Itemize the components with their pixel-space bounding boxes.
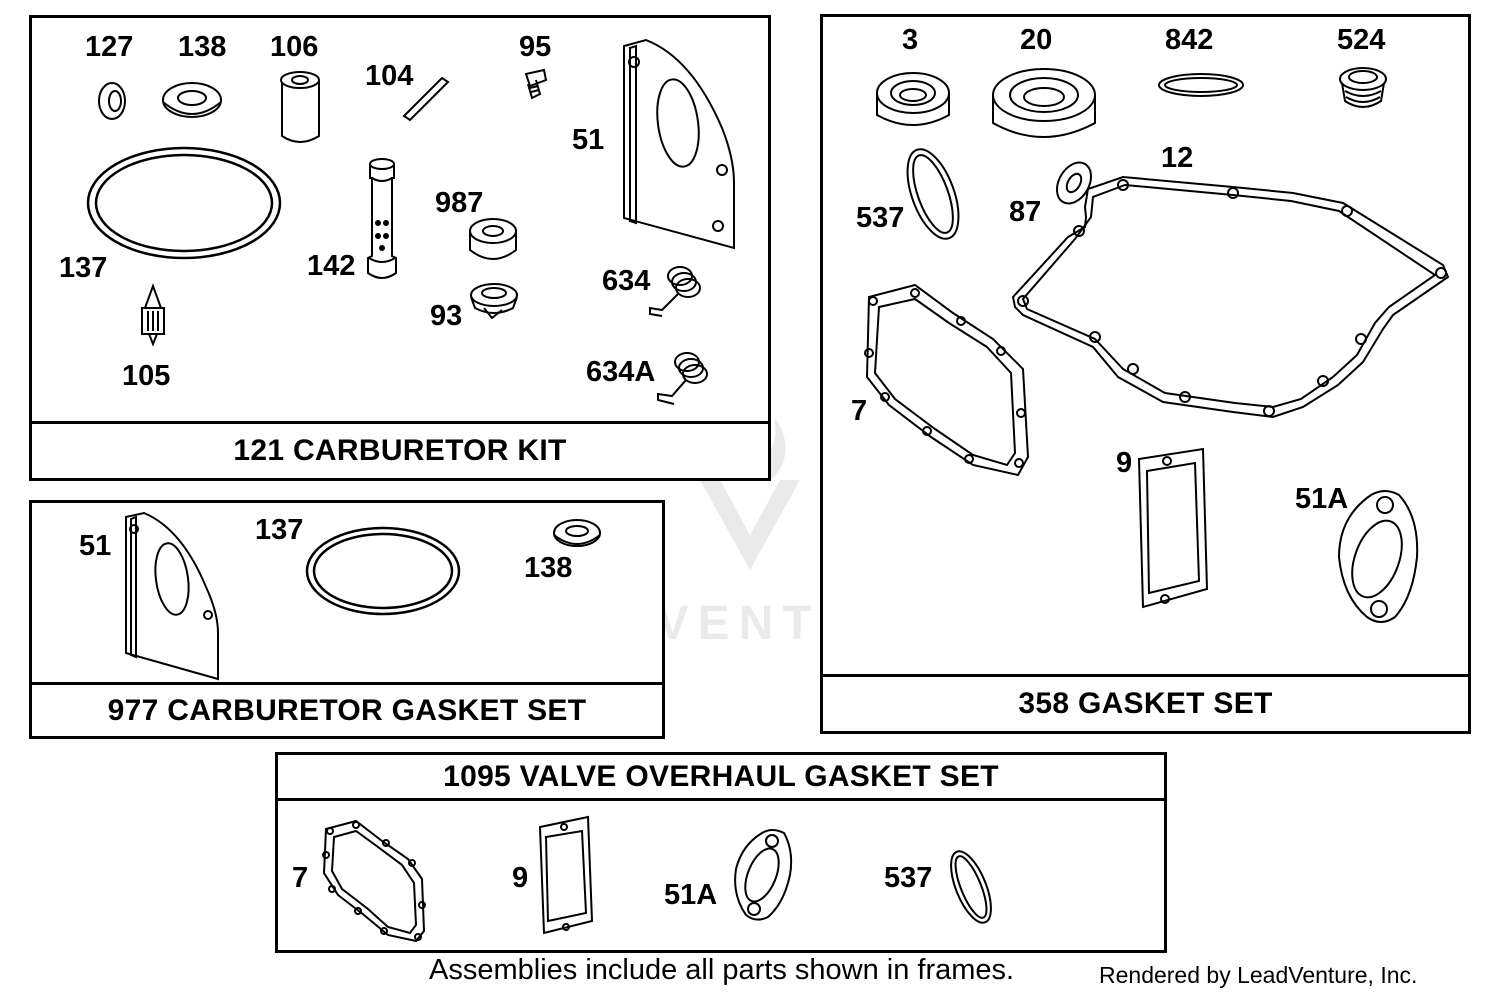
carburetor-gasket-set-title: 977 CARBURETOR GASKET SET xyxy=(32,682,662,736)
part-105-float-needle-icon xyxy=(142,286,164,344)
callout-105: 105 xyxy=(122,360,171,392)
callout-9: 9 xyxy=(512,862,529,894)
part-95-screw-icon xyxy=(526,70,546,98)
callout-106: 106 xyxy=(270,31,319,63)
valve-overhaul-gasket-set-title: 1095 VALVE OVERHAUL GASKET SET xyxy=(278,755,1164,801)
callout-9: 9 xyxy=(1116,447,1133,479)
callout-87: 87 xyxy=(1009,196,1042,228)
callout-842: 842 xyxy=(1165,24,1214,56)
part-51-carburetor-gasket-icon xyxy=(624,40,734,248)
carburetor-gasket-set-parts-illustration xyxy=(32,503,668,742)
callout-634a: 634A xyxy=(586,356,656,388)
gasket-set-parts-illustration xyxy=(823,17,1474,737)
part-138-washer-icon xyxy=(554,520,600,546)
callout-138: 138 xyxy=(178,31,227,63)
frame-valve-overhaul-gasket-set: 1095 VALVE OVERHAUL GASKET SET 7 xyxy=(275,752,1167,953)
callout-20: 20 xyxy=(1020,24,1053,56)
callout-93: 93 xyxy=(430,300,463,332)
callout-524: 524 xyxy=(1337,24,1386,56)
part-987-bushing-icon xyxy=(470,219,516,259)
part-51a-intake-gasket-icon xyxy=(1339,491,1417,622)
rendered-by-credit: Rendered by LeadVenture, Inc. xyxy=(1099,962,1418,988)
callout-138: 138 xyxy=(524,552,573,584)
part-51-carburetor-gasket-icon xyxy=(126,513,218,679)
part-137-o-ring-icon xyxy=(307,528,459,614)
part-104-pin-icon xyxy=(404,78,448,120)
part-7-head-gasket-icon xyxy=(323,821,425,941)
callout-634: 634 xyxy=(602,265,651,297)
callout-51: 51 xyxy=(79,530,112,562)
part-524-plug-icon xyxy=(1340,68,1386,107)
part-12-crankcase-gasket-icon xyxy=(1013,177,1448,417)
carburetor-kit-parts-illustration xyxy=(32,18,774,484)
valve-overhaul-gasket-set-parts-illustration xyxy=(278,755,1170,956)
callout-51a: 51A xyxy=(1295,483,1349,515)
part-106-bushing-icon xyxy=(281,72,319,142)
part-142-emulsion-tube-icon xyxy=(368,159,396,278)
callout-137: 137 xyxy=(255,514,304,546)
part-537-o-ring-icon xyxy=(943,846,999,928)
carburetor-kit-title: 121 CARBURETOR KIT xyxy=(32,421,768,478)
frame-gasket-set: 3 20 842 524 12 537 87 7 9 51A 358 GASKE… xyxy=(820,14,1471,734)
callout-51: 51 xyxy=(572,124,605,156)
callout-7: 7 xyxy=(292,862,309,894)
callout-95: 95 xyxy=(519,31,552,63)
callout-137: 137 xyxy=(59,252,108,284)
callout-12: 12 xyxy=(1161,142,1194,174)
callout-7: 7 xyxy=(851,395,868,427)
part-634a-spring-icon xyxy=(658,353,707,404)
part-3-oil-seal-icon xyxy=(877,73,949,125)
part-137-o-ring-icon xyxy=(88,148,280,258)
callout-142: 142 xyxy=(307,250,356,282)
part-87-washer-icon xyxy=(1050,156,1098,209)
assemblies-note: Assemblies include all parts shown in fr… xyxy=(429,954,1015,986)
callout-3: 3 xyxy=(902,24,919,56)
callout-104: 104 xyxy=(365,60,414,92)
callout-127: 127 xyxy=(85,31,134,63)
part-537-o-ring-icon xyxy=(897,143,969,246)
frame-carburetor-kit: 127 138 106 104 95 51 137 142 987 93 634… xyxy=(29,15,771,481)
callout-537: 537 xyxy=(856,202,905,234)
callout-537: 537 xyxy=(884,862,933,894)
part-634-spring-icon xyxy=(650,267,700,316)
part-7-head-gasket-icon xyxy=(865,285,1028,475)
part-9-valve-cover-gasket-icon xyxy=(1139,449,1207,607)
part-51a-intake-gasket-icon xyxy=(735,830,791,920)
part-9-valve-cover-gasket-icon xyxy=(540,817,592,933)
gasket-set-title: 358 GASKET SET xyxy=(823,674,1468,731)
part-127-cap-icon xyxy=(99,83,125,119)
frame-carburetor-gasket-set: 51 137 138 977 CARBURETOR GASKET SET xyxy=(29,500,665,739)
callout-51a: 51A xyxy=(664,879,718,911)
part-20-oil-seal-icon xyxy=(993,69,1095,137)
callout-987: 987 xyxy=(435,187,484,219)
part-842-o-ring-icon xyxy=(1159,74,1243,96)
part-138-washer-icon xyxy=(163,83,221,117)
part-93-seat-icon xyxy=(471,284,517,318)
